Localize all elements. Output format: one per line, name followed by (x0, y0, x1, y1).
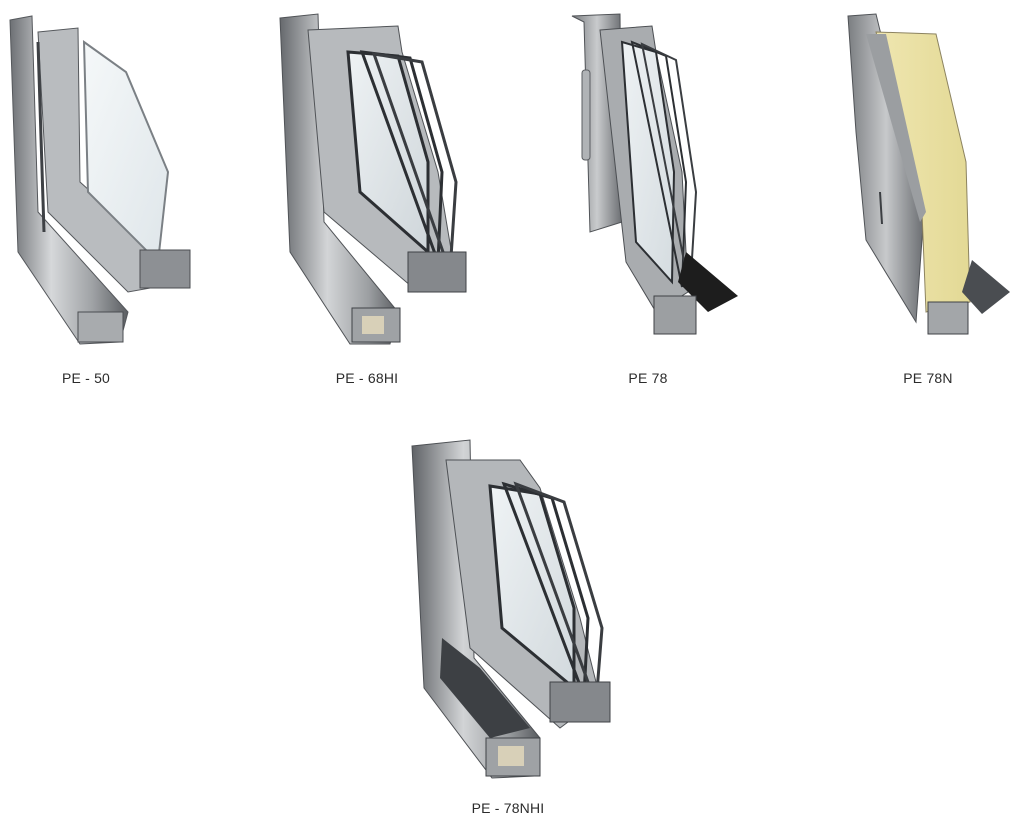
profile-section-image (9, 15, 191, 345)
product-label-pe-68hi: PE - 68HI (335, 370, 399, 386)
product-pe-78 (570, 12, 745, 342)
profile-section-image (411, 439, 611, 779)
product-pe-78nhi (410, 438, 615, 783)
product-label-pe-78nhi: PE - 78NHI (471, 800, 545, 816)
product-label-pe-78n: PE 78N (903, 370, 953, 386)
profile-section-image (571, 13, 738, 335)
product-pe-78n (846, 12, 1016, 342)
product-pe-50 (8, 12, 198, 347)
product-pe-68hi (278, 12, 473, 347)
product-label-pe-78: PE 78 (628, 370, 668, 386)
profile-section-image (279, 13, 467, 345)
profile-section-image (847, 13, 1010, 335)
product-label-pe-50: PE - 50 (61, 370, 111, 386)
